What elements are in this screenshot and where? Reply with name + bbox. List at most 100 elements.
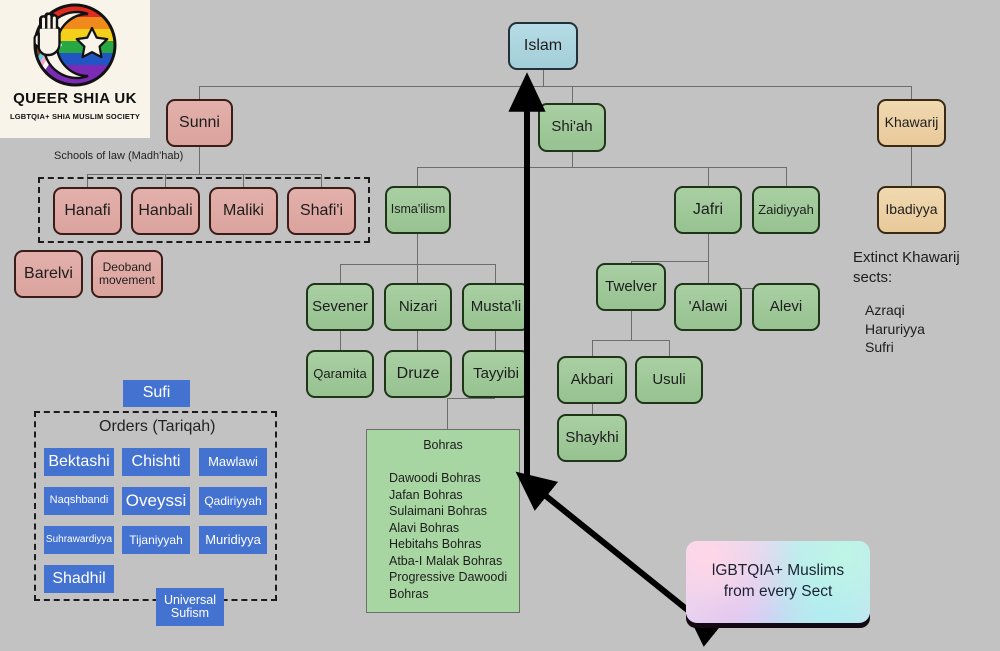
node-nizari-label: Nizari: [398, 297, 438, 315]
extinct-khawarij-list: Azraqi Haruriyya Sufri: [865, 302, 925, 356]
connector-twelver-bus: [592, 340, 669, 341]
node-oveyssi[interactable]: Oveyssi: [122, 487, 190, 515]
node-hanafi[interactable]: Hanafi: [53, 187, 122, 235]
connector-to-hanbali: [165, 174, 166, 187]
node-sunni[interactable]: Sunni: [166, 99, 233, 147]
node-shiah-label: Shi'ah: [551, 118, 593, 136]
connector-sevener-qaramita: [340, 331, 341, 350]
node-khawarij[interactable]: Khawarij: [877, 99, 946, 147]
schools-of-law-group: [38, 177, 370, 243]
lgbtqia-callout-text: lGBTQIA+ Muslims from every Sect: [711, 562, 845, 600]
node-qadiriyyah-label: Qadiriyyah: [204, 493, 262, 508]
list-item: Progressive Dawoodi: [389, 570, 508, 584]
connector-ismailism-stem: [417, 234, 418, 264]
node-jafri[interactable]: Jafri: [674, 186, 742, 234]
node-ismailism-label: Isma'ilism: [390, 202, 446, 217]
bohras-title: Bohras: [423, 438, 463, 452]
connector-to-shafii: [321, 174, 322, 187]
list-item: Jafan Bohras: [389, 487, 463, 502]
connector-to-sevener: [340, 264, 341, 283]
node-maliki-label: Maliki: [223, 202, 264, 220]
connector-to-jafri: [708, 167, 709, 186]
node-druze-label: Druze: [396, 365, 440, 383]
node-chishti[interactable]: Chishti: [122, 448, 190, 476]
list-item: Bohras: [389, 586, 429, 601]
node-bektashi[interactable]: Bektashi: [44, 448, 114, 476]
connector-to-nizari: [417, 264, 418, 283]
node-alevi[interactable]: Alevi: [752, 283, 820, 331]
node-sunni-label: Sunni: [179, 114, 220, 132]
node-suhrawardiyya-label: Suhrawardiyya: [45, 533, 113, 545]
node-akbari-label: Akbari: [570, 370, 614, 388]
node-shafii-label: Shafi'i: [299, 202, 344, 220]
node-deoband-movement[interactable]: Deoband movement: [91, 250, 163, 298]
node-shafii[interactable]: Shafi'i: [287, 187, 356, 235]
node-alawi[interactable]: 'Alawi: [674, 283, 742, 331]
node-naqshbandi[interactable]: Naqshbandi: [44, 487, 114, 515]
list-item: Hebitahs Bohras: [389, 537, 482, 551]
arrow-lgbtqia-to-sects: [515, 471, 728, 647]
list-item: Dawoodi Bohras: [389, 471, 481, 485]
connector-mustali-tayyibi: [495, 331, 496, 350]
node-muridiyya[interactable]: Muridiyya: [199, 526, 267, 554]
node-mawlawi-label: Mawlawi: [208, 454, 258, 470]
connector-to-zaidiyyah: [786, 167, 787, 186]
node-tayyibi[interactable]: Tayyibi: [462, 350, 530, 398]
node-zaidiyyah[interactable]: Zaidiyyah: [752, 186, 820, 234]
rainbow-crescent-star-hand-icon: [33, 3, 117, 87]
node-maliki[interactable]: Maliki: [209, 187, 278, 235]
node-universal-sufism-label: Universal Sufism: [163, 592, 217, 620]
connector-tayyibi-bohras-h: [447, 398, 495, 399]
connector-to-hanafi: [87, 174, 88, 187]
node-chishti-label: Chishti: [131, 452, 181, 470]
connector-shiah-stem: [572, 152, 573, 167]
node-shaykhi[interactable]: Shaykhi: [557, 414, 627, 462]
connector-top-bus: [199, 86, 912, 87]
node-islam[interactable]: Islam: [508, 22, 578, 70]
node-druze[interactable]: Druze: [384, 350, 452, 398]
connector-to-usuli: [669, 340, 670, 357]
node-nizari[interactable]: Nizari: [384, 283, 452, 331]
node-qaramita-label: Qaramita: [313, 365, 367, 381]
node-qadiriyyah[interactable]: Qadiriyyah: [199, 487, 267, 515]
node-sevener[interactable]: Sevener: [306, 283, 374, 331]
node-akbari[interactable]: Akbari: [557, 356, 627, 404]
node-tijaniyyah[interactable]: Tijaniyyah: [122, 526, 190, 554]
node-shiah[interactable]: Shi'ah: [538, 103, 606, 152]
node-shadhil-label: Shadhil: [52, 569, 106, 587]
node-barelvi[interactable]: Barelvi: [14, 250, 83, 298]
connector-to-mustali: [495, 264, 496, 283]
node-mawlawi[interactable]: Mawlawi: [199, 448, 267, 476]
node-ibadiyya-label: Ibadiyya: [885, 201, 938, 218]
node-mustali-label: Musta'li: [470, 297, 522, 315]
connector-nizari-druze: [417, 331, 418, 350]
node-qaramita[interactable]: Qaramita: [306, 350, 374, 398]
node-ismailism[interactable]: Isma'ilism: [385, 186, 451, 234]
queer-shia-uk-logo[interactable]: QUEER SHIA UK LGBTQIA+ SHIA MUSLIM SOCIE…: [0, 0, 150, 138]
node-alawi-label: 'Alawi: [688, 297, 728, 315]
node-barelvi-label: Barelvi: [24, 265, 73, 283]
node-khawarij-label: Khawarij: [884, 114, 939, 131]
node-shadhil[interactable]: Shadhil: [44, 565, 114, 593]
node-ibadiyya[interactable]: Ibadiyya: [877, 186, 946, 234]
node-sufi[interactable]: Sufi: [123, 380, 190, 407]
node-sevener-label: Sevener: [312, 297, 368, 315]
lgbtqia-callout[interactable]: lGBTQIA+ Muslims from every Sect: [686, 541, 870, 623]
connector-to-sunni: [199, 86, 200, 100]
node-universal-sufism[interactable]: Universal Sufism: [156, 588, 224, 626]
bohras-list: Dawoodi Bohras Jafan Bohras Sulaimani Bo…: [367, 452, 519, 602]
node-usuli[interactable]: Usuli: [635, 356, 703, 404]
node-sufi-label: Sufi: [142, 384, 171, 402]
node-mustali[interactable]: Musta'li: [462, 283, 530, 331]
node-hanbali[interactable]: Hanbali: [131, 187, 200, 235]
connector-to-twelver: [631, 261, 632, 263]
node-zaidiyyah-label: Zaidiyyah: [758, 201, 814, 217]
bohras-panel[interactable]: Bohras Dawoodi Bohras Jafan Bohras Sulai…: [366, 429, 520, 613]
node-suhrawardiyya[interactable]: Suhrawardiyya: [44, 526, 114, 554]
connector-shiah-bus: [417, 167, 786, 168]
node-tayyibi-label: Tayyibi: [473, 364, 519, 382]
node-twelver[interactable]: Twelver: [596, 263, 666, 311]
connector-tayyibi-bohras: [447, 398, 448, 430]
connector-jafri-bus-left: [631, 261, 708, 262]
